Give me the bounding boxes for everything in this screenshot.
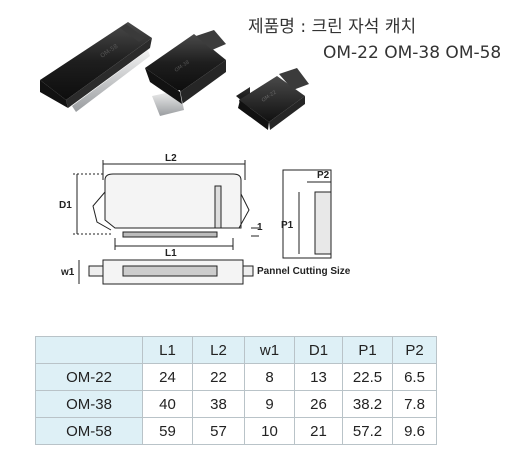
value-cell: 38 bbox=[192, 390, 245, 418]
spec-table: L1 L2 w1 D1 P1 P2 OM-22 24 22 8 13 22.5 … bbox=[35, 336, 437, 445]
label-d1: D1 bbox=[59, 200, 72, 211]
header-cell-l1: L1 bbox=[142, 336, 193, 364]
header-cell-d1: D1 bbox=[294, 336, 343, 364]
value-cell: 24 bbox=[142, 363, 193, 391]
value-cell: 59 bbox=[142, 417, 193, 445]
catch-large: OM-58 bbox=[40, 22, 152, 112]
header-cell-blank bbox=[35, 336, 143, 364]
header-cell-p2: P2 bbox=[392, 336, 437, 364]
value-cell: 26 bbox=[294, 390, 343, 418]
model-cell: OM-38 bbox=[35, 390, 143, 418]
table-row: OM-38 40 38 9 26 38.2 7.8 bbox=[35, 390, 437, 418]
value-cell: 57 bbox=[192, 417, 245, 445]
table-header-row: L1 L2 w1 D1 P1 P2 bbox=[35, 336, 437, 364]
header-cell-p1: P1 bbox=[342, 336, 393, 364]
header-cell-w1: w1 bbox=[244, 336, 295, 364]
value-cell: 40 bbox=[142, 390, 193, 418]
product-name-label: 제품명 : 크린 자석 캐치 bbox=[248, 17, 417, 37]
model-list: OM-22 OM-38 OM-58 bbox=[323, 43, 502, 63]
value-cell: 38.2 bbox=[342, 390, 393, 418]
value-cell: 22 bbox=[192, 363, 245, 391]
panel-cutting-caption: Pannel Cutting Size bbox=[257, 266, 351, 277]
label-p1: P1 bbox=[281, 220, 294, 231]
dimension-diagram: L2 D1 L1 1 w1 P2 P1 Pannel Cutting Size bbox=[59, 153, 351, 285]
product-photo: OM-58 OM-38 bbox=[40, 22, 250, 117]
model-cell: OM-22 bbox=[35, 363, 143, 391]
value-cell: 21 bbox=[294, 417, 343, 445]
value-cell: 9.6 bbox=[392, 417, 437, 445]
title-block: 제품명 : 크린 자석 캐치 OM-22 OM-38 OM-58 bbox=[248, 14, 501, 66]
label-l1: L1 bbox=[165, 248, 177, 259]
catch-body-side bbox=[104, 173, 242, 229]
plate bbox=[122, 231, 218, 238]
value-cell: 22.5 bbox=[342, 363, 393, 391]
catch-small-photo: OM-22 bbox=[239, 68, 309, 130]
value-cell: 7.8 bbox=[392, 390, 437, 418]
header-cell-l2: L2 bbox=[192, 336, 245, 364]
value-cell: 57.2 bbox=[342, 417, 393, 445]
value-cell: 6.5 bbox=[392, 363, 437, 391]
table-row: OM-58 59 57 10 21 57.2 9.6 bbox=[35, 417, 437, 445]
value-cell: 9 bbox=[244, 390, 295, 418]
label-w1: w1 bbox=[60, 267, 75, 278]
label-one: 1 bbox=[257, 222, 263, 233]
panel-slot bbox=[314, 191, 332, 255]
value-cell: 13 bbox=[294, 363, 343, 391]
catch-medium: OM-38 bbox=[145, 30, 226, 116]
value-cell: 8 bbox=[244, 363, 295, 391]
label-l2: L2 bbox=[165, 153, 177, 164]
model-cell: OM-58 bbox=[35, 417, 143, 445]
table-row: OM-22 24 22 8 13 22.5 6.5 bbox=[35, 363, 437, 391]
label-p2: P2 bbox=[317, 170, 330, 181]
value-cell: 10 bbox=[244, 417, 295, 445]
